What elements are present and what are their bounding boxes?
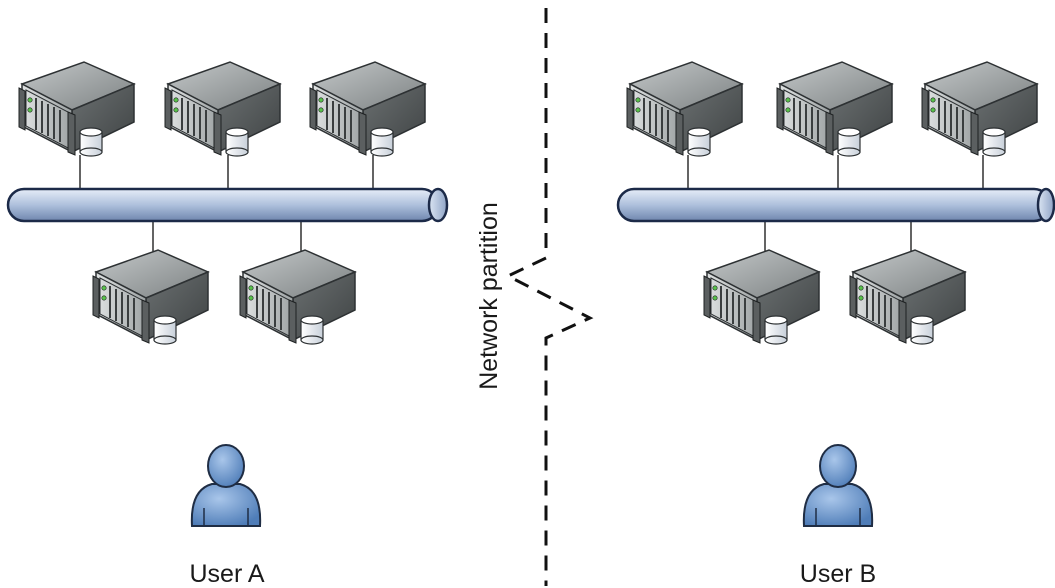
user-a-label: User A (189, 560, 264, 588)
server-icon (776, 61, 893, 157)
server-icon (921, 61, 1038, 157)
server-icon (164, 61, 281, 157)
user-icon (802, 444, 874, 527)
left-connectors (79, 155, 374, 252)
user-b-label: User B (800, 560, 876, 588)
server-icon (92, 249, 209, 345)
network-bus-icon (616, 187, 1055, 223)
server-icon (18, 61, 135, 157)
left-cluster (6, 61, 449, 345)
server-icon (239, 249, 356, 345)
server-icon (309, 61, 426, 157)
partition-line (504, 8, 594, 586)
partition-label: Network partition (475, 202, 503, 390)
network-bus-icon (6, 187, 449, 223)
server-icon (626, 61, 743, 157)
server-icon (849, 249, 966, 345)
server-icon (703, 249, 820, 345)
right-cluster (616, 61, 1055, 345)
user-icon (190, 444, 262, 527)
right-connectors (687, 155, 984, 252)
